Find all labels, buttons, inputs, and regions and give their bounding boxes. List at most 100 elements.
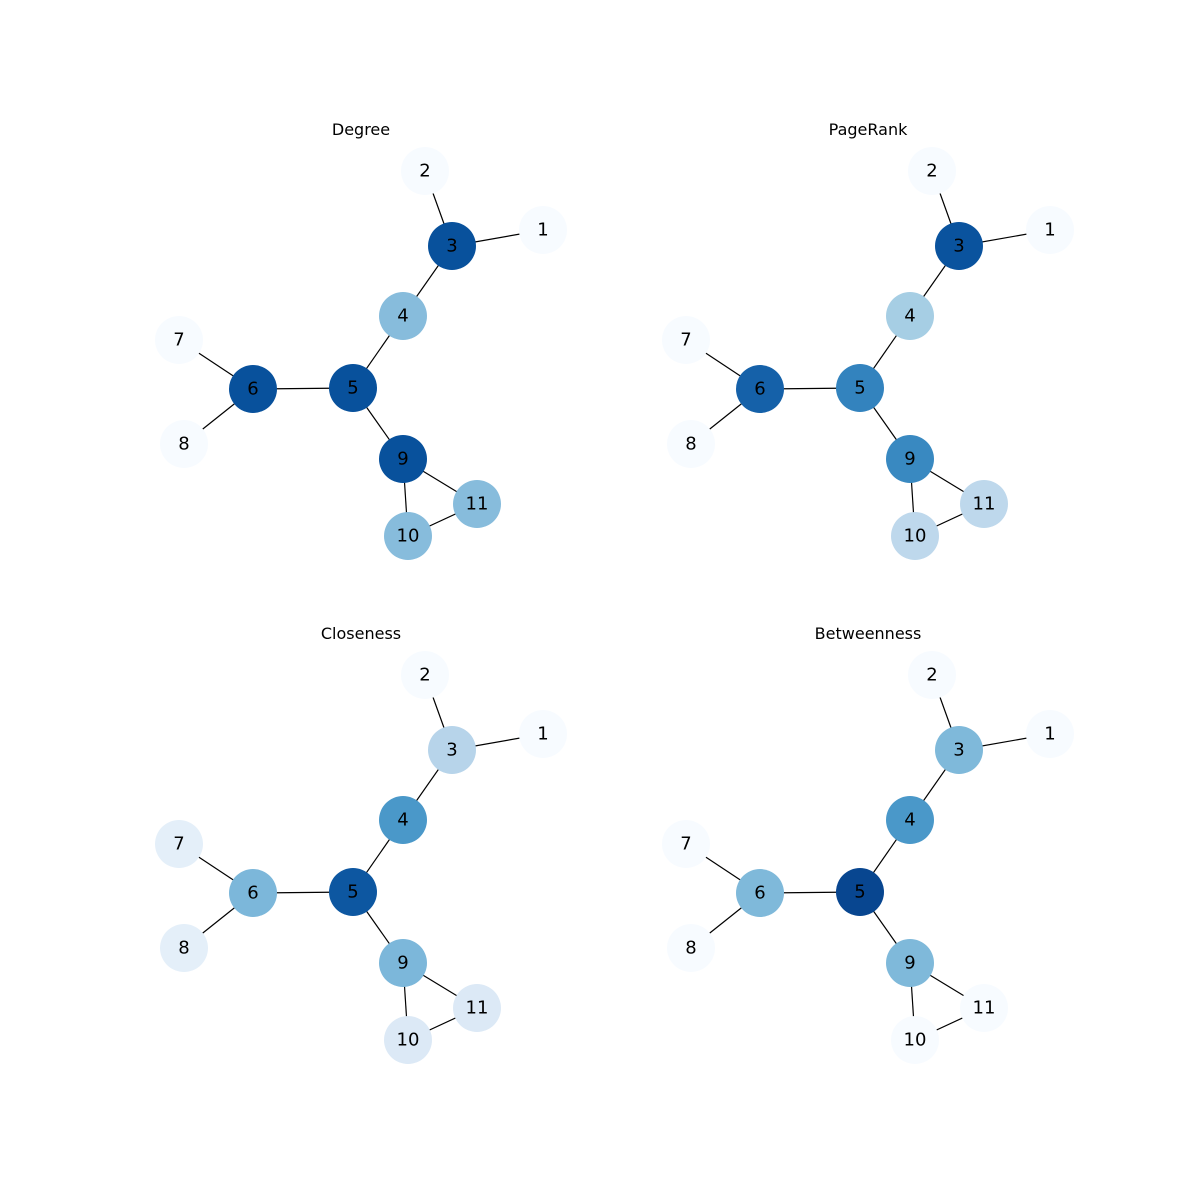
node-8: 8 <box>160 420 208 468</box>
node-circle <box>379 435 427 483</box>
node-circle <box>379 796 427 844</box>
node-9: 9 <box>886 435 934 483</box>
node-8: 8 <box>667 924 715 972</box>
node-label: 3 <box>953 236 964 257</box>
node-1: 1 <box>519 710 567 758</box>
node-circle <box>229 869 277 917</box>
node-5: 5 <box>329 868 377 916</box>
node-circle <box>662 820 710 868</box>
node-label: 2 <box>926 161 937 182</box>
node-5: 5 <box>329 364 377 412</box>
node-circle <box>155 820 203 868</box>
node-3: 3 <box>935 222 983 270</box>
node-label: 1 <box>1044 724 1055 745</box>
node-label: 9 <box>904 449 915 470</box>
panel-title: Betweenness <box>814 624 922 643</box>
node-label: 10 <box>397 526 420 547</box>
node-10: 10 <box>384 512 432 560</box>
node-label: 3 <box>953 740 964 761</box>
node-circle <box>428 726 476 774</box>
node-circle <box>886 939 934 987</box>
node-circle <box>886 292 934 340</box>
node-6: 6 <box>229 365 277 413</box>
node-circle <box>662 316 710 364</box>
node-1: 1 <box>1026 206 1074 254</box>
node-5: 5 <box>836 364 884 412</box>
node-label: 6 <box>754 883 765 904</box>
node-circle <box>160 420 208 468</box>
node-circle <box>836 868 884 916</box>
node-circle <box>908 147 956 195</box>
node-label: 10 <box>904 526 927 547</box>
node-label: 7 <box>173 330 184 351</box>
node-label: 3 <box>446 236 457 257</box>
node-circle <box>935 726 983 774</box>
node-circle <box>453 480 501 528</box>
node-label: 9 <box>904 953 915 974</box>
node-label: 1 <box>537 220 548 241</box>
node-4: 4 <box>379 796 427 844</box>
node-4: 4 <box>379 292 427 340</box>
node-7: 7 <box>155 316 203 364</box>
node-9: 9 <box>379 939 427 987</box>
node-circle <box>891 512 939 560</box>
node-label: 1 <box>537 724 548 745</box>
node-circle <box>836 364 884 412</box>
node-label: 5 <box>347 882 358 903</box>
node-3: 3 <box>428 726 476 774</box>
node-4: 4 <box>886 796 934 844</box>
node-6: 6 <box>736 365 784 413</box>
node-11: 11 <box>453 480 501 528</box>
node-11: 11 <box>960 984 1008 1032</box>
node-2: 2 <box>401 147 449 195</box>
node-10: 10 <box>891 1016 939 1064</box>
node-circle <box>379 292 427 340</box>
node-circle <box>1026 206 1074 254</box>
node-circle <box>886 796 934 844</box>
node-circle <box>384 1016 432 1064</box>
node-circle <box>401 651 449 699</box>
network-graph: 1 2 3 4 5 6 7 8 9 10 11 <box>155 147 567 560</box>
node-label: 11 <box>466 998 489 1019</box>
node-label: 6 <box>247 379 258 400</box>
node-circle <box>329 868 377 916</box>
node-label: 5 <box>347 378 358 399</box>
node-4: 4 <box>886 292 934 340</box>
node-circle <box>519 710 567 758</box>
node-circle <box>229 365 277 413</box>
node-circle <box>891 1016 939 1064</box>
node-label: 8 <box>178 938 189 959</box>
node-11: 11 <box>960 480 1008 528</box>
node-label: 11 <box>466 494 489 515</box>
node-9: 9 <box>379 435 427 483</box>
node-circle <box>155 316 203 364</box>
node-7: 7 <box>155 820 203 868</box>
node-label: 6 <box>754 379 765 400</box>
node-circle <box>736 869 784 917</box>
node-1: 1 <box>519 206 567 254</box>
node-circle <box>935 222 983 270</box>
node-11: 11 <box>453 984 501 1032</box>
node-circle <box>667 924 715 972</box>
node-label: 2 <box>419 161 430 182</box>
node-circle <box>886 435 934 483</box>
node-label: 7 <box>680 834 691 855</box>
node-circle <box>401 147 449 195</box>
node-label: 6 <box>247 883 258 904</box>
node-circle <box>667 420 715 468</box>
node-label: 5 <box>854 378 865 399</box>
node-label: 4 <box>397 810 408 831</box>
node-6: 6 <box>229 869 277 917</box>
node-label: 3 <box>446 740 457 761</box>
node-label: 7 <box>173 834 184 855</box>
panel-title: Closeness <box>320 624 402 643</box>
node-6: 6 <box>736 869 784 917</box>
node-8: 8 <box>160 924 208 972</box>
panel-title: Degree <box>331 120 391 139</box>
node-label: 11 <box>973 998 996 1019</box>
node-circle <box>1026 710 1074 758</box>
node-5: 5 <box>836 868 884 916</box>
node-10: 10 <box>384 1016 432 1064</box>
